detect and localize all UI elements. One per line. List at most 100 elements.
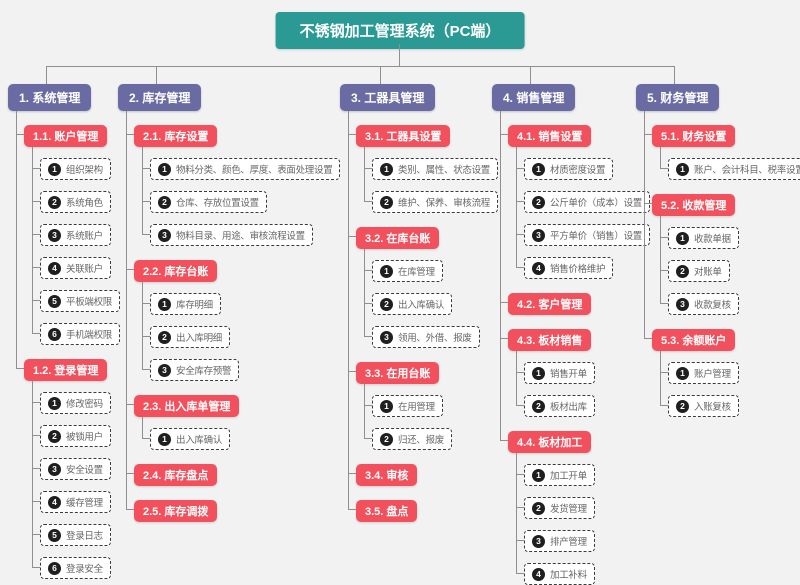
leaf-label: 出入库确认 — [398, 300, 445, 311]
leaf-item: 2 板材出库 — [516, 384, 650, 417]
branch-node[interactable]: 4. 销售管理 — [492, 84, 576, 111]
subnode[interactable]: 4.1. 销售设置 — [508, 125, 592, 147]
subnode[interactable]: 4.3. 板材销售 — [508, 329, 592, 351]
subnode[interactable]: 3.3. 在用台账 — [356, 362, 440, 384]
leaf-label: 出入库明细 — [176, 333, 223, 344]
subnode[interactable]: 2.3. 出入库单管理 — [134, 395, 240, 417]
subnode[interactable]: 2.5. 库存调拨 — [134, 500, 218, 522]
number-badge-icon: 2 — [532, 399, 545, 413]
subnode[interactable]: 3.2. 在库台账 — [356, 227, 440, 249]
subnode[interactable]: 3.4. 审核 — [356, 464, 418, 486]
subnode[interactable]: 4.4. 板材加工 — [508, 431, 592, 453]
subnode[interactable]: 3.5. 盘点 — [356, 500, 418, 522]
leaf-label: 公斤单价（成本）设置 — [550, 198, 643, 209]
leaf-label: 板材出库 — [550, 402, 587, 413]
leaf-node[interactable]: 3 平方单价（销售）设置 — [524, 224, 651, 246]
number-badge-icon: 3 — [532, 228, 545, 242]
subnode[interactable]: 5.1. 财务设置 — [652, 125, 736, 147]
leaf-label: 收款复核 — [694, 300, 731, 311]
root-title-node[interactable]: 不锈钢加工管理系统（PC端） — [275, 12, 525, 49]
number-badge-icon: 6 — [48, 561, 61, 575]
number-badge-icon: 4 — [532, 567, 545, 581]
subnode[interactable]: 2.1. 库存设置 — [134, 125, 218, 147]
connector-line — [156, 66, 157, 84]
leaf-label: 在库管理 — [398, 267, 435, 278]
number-badge-icon: 5 — [48, 294, 61, 308]
subnode[interactable]: 2.4. 库存盘点 — [134, 464, 218, 486]
leaf-label: 平方单价（销售）设置 — [550, 231, 643, 242]
branch-node[interactable]: 1. 系统管理 — [8, 84, 92, 111]
branch-node[interactable]: 5. 财务管理 — [636, 84, 720, 111]
connector-line — [46, 66, 674, 67]
branch-node[interactable]: 3. 工器具管理 — [340, 84, 436, 111]
subnode-item: 3.4. 审核 — [348, 450, 498, 486]
subnode[interactable]: 5.2. 收款管理 — [652, 194, 736, 216]
number-badge-icon: 1 — [48, 396, 61, 410]
subnode[interactable]: 1.2. 登录管理 — [24, 359, 108, 381]
leaf-node[interactable]: 2 板材出库 — [524, 395, 595, 417]
subnode[interactable]: 1.1. 账户管理 — [24, 125, 108, 147]
leaf-label: 排产管理 — [550, 537, 587, 548]
number-badge-icon: 1 — [532, 468, 545, 482]
number-badge-icon: 3 — [48, 228, 61, 242]
number-badge-icon: 1 — [676, 231, 689, 245]
subnode[interactable]: 3.1. 工器具设置 — [356, 125, 451, 147]
subnode[interactable]: 4.2. 客户管理 — [508, 293, 592, 315]
subnode[interactable]: 2.2. 库存台账 — [134, 260, 218, 282]
leaf-label: 发货管理 — [550, 504, 587, 515]
leaf-label: 安全库存预警 — [176, 366, 232, 377]
subnode[interactable]: 5.3. 余额账户 — [652, 329, 736, 351]
branch-node[interactable]: 2. 库存管理 — [118, 84, 202, 111]
